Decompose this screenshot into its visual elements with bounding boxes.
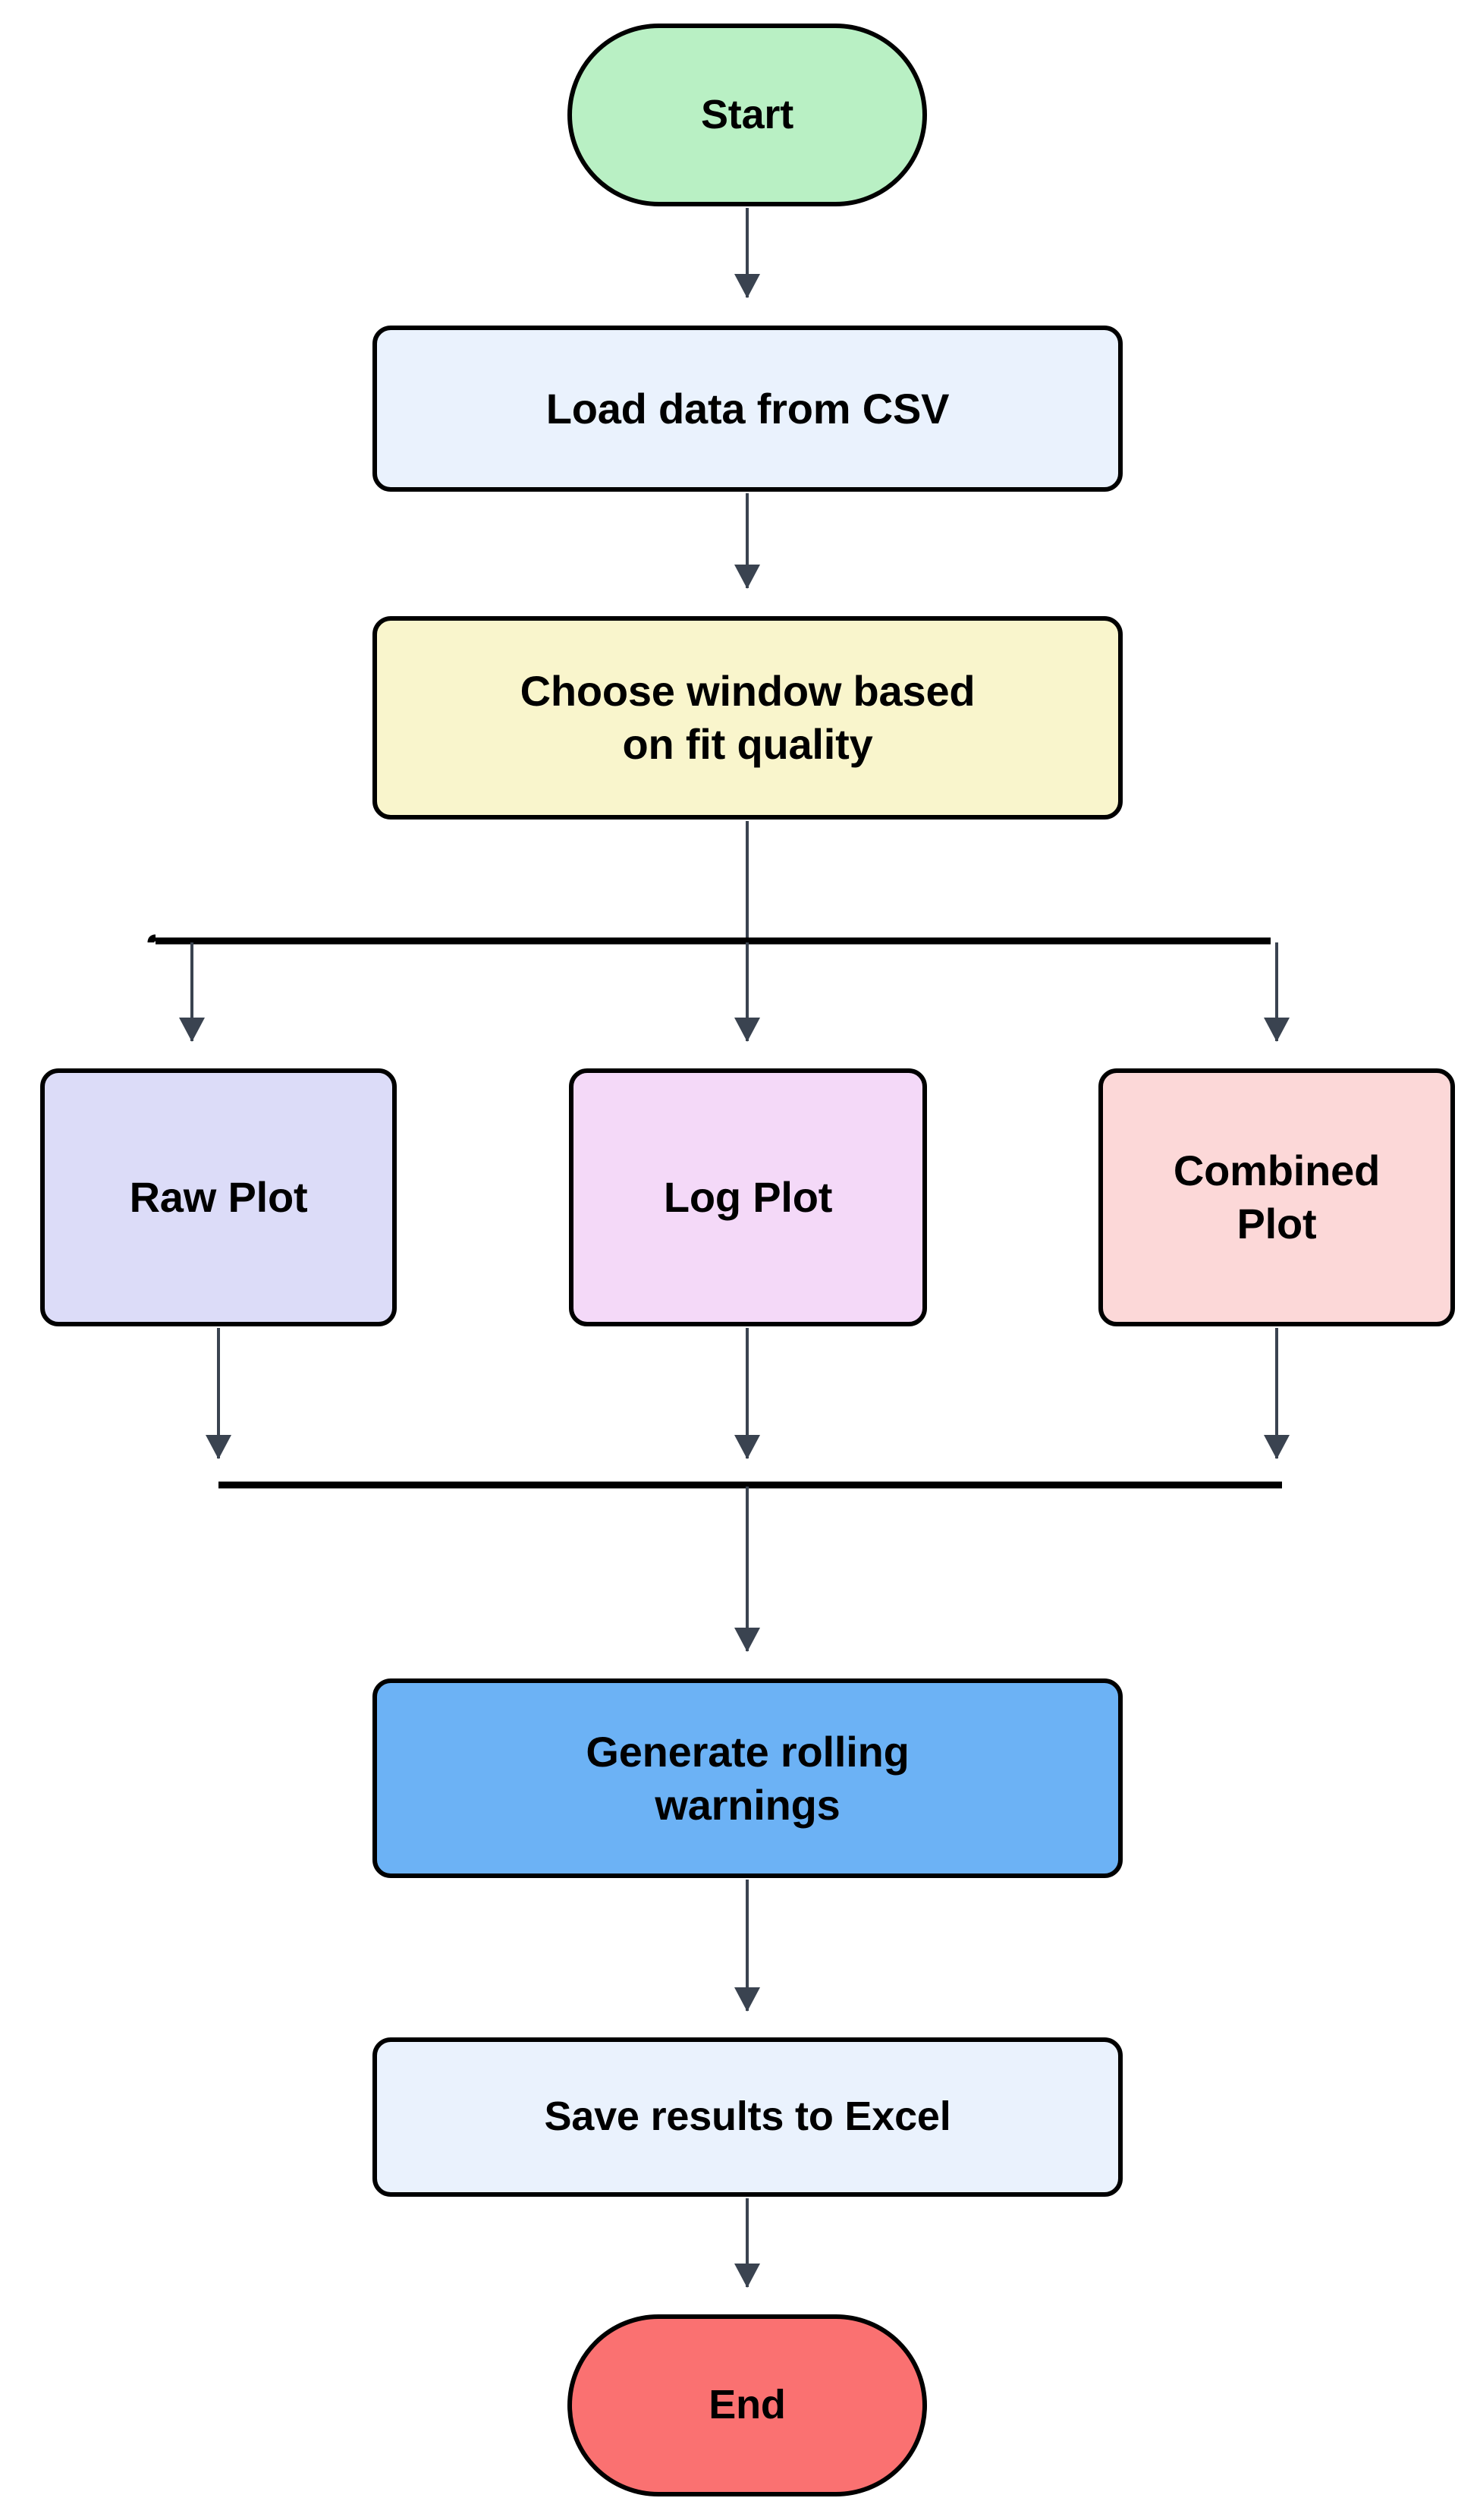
node-save-results-to-excel-label: Save results to Excel [544,2094,951,2140]
node-log-plot-label: Log Plot [663,1173,833,1221]
node-combined-plot[interactable]: Combined Plot [1098,1068,1455,1326]
node-load-data-from-csv[interactable]: Load data from CSV [372,326,1123,492]
node-choose-window[interactable]: Choose window based on fit quality [372,616,1123,820]
node-choose-window-label: Choose window based on fit quality [520,667,976,768]
node-load-data-from-csv-label: Load data from CSV [545,384,950,433]
node-save-results-to-excel[interactable]: Save results to Excel [372,2037,1123,2197]
node-start-label: Start [700,91,794,137]
node-start[interactable]: Start [567,24,927,206]
node-log-plot[interactable]: Log Plot [569,1068,927,1326]
fork-bar [147,934,1271,945]
node-combined-plot-label: Combined Plot [1173,1147,1381,1247]
node-raw-plot[interactable]: Raw Plot [40,1068,397,1326]
node-end-label: End [709,2382,786,2428]
node-generate-rolling-warnings-label: Generate rolling warnings [586,1727,910,1829]
node-end[interactable]: End [567,2314,927,2496]
node-generate-rolling-warnings[interactable]: Generate rolling warnings [372,1678,1123,1878]
node-raw-plot-label: Raw Plot [129,1173,308,1221]
